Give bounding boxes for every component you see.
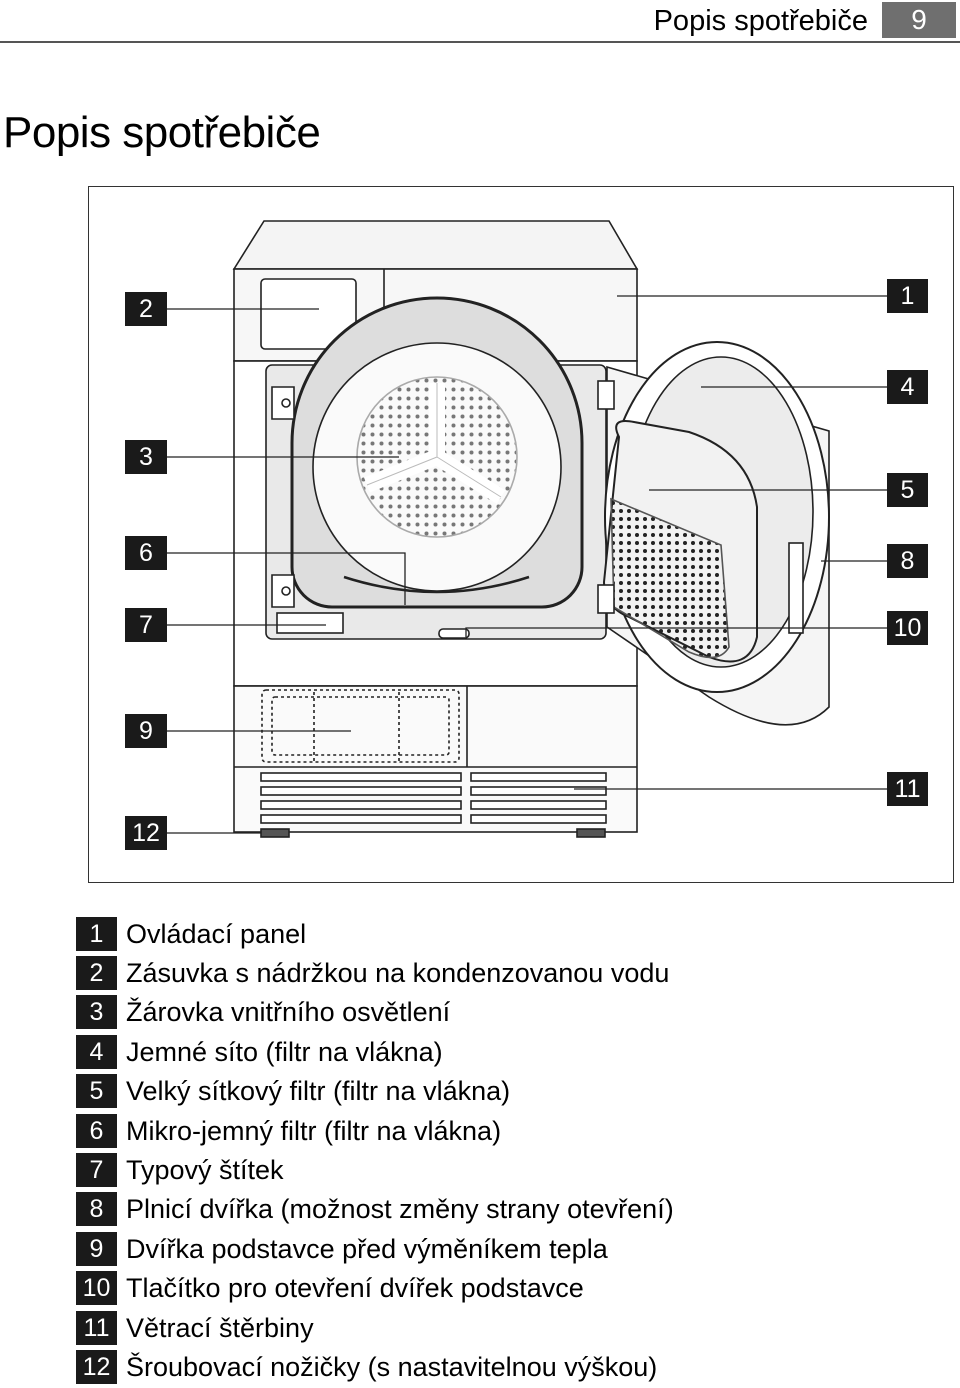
legend-text: Ovládací panel [126,918,307,949]
header-rule [0,41,960,43]
plinth [233,685,638,833]
water-drawer [260,278,357,350]
legend-text: Zásuvka s nádržkou na kondenzovanou vodu [126,958,670,989]
legend-text: Tlačítko pro otevření dvířek podstavce [126,1273,584,1304]
callout-5: 5 [887,473,928,507]
legend-item: 11 Větrací štěrbiny [76,1308,936,1347]
legend-item: 6 Mikro-jemný filtr (filtr na vlákna) [76,1111,936,1150]
legend-number: 9 [76,1231,117,1266]
callout-9: 9 [125,714,167,748]
legend-item: 9 Dvířka podstavce před výměníkem tepla [76,1229,936,1268]
callout-11: 11 [887,772,928,806]
legend-list: 1 Ovládací panel 2 Zásuvka s nádržkou na k… [76,914,936,1387]
leader-6 [167,552,406,605]
callout-12: 12 [125,816,167,850]
legend-number: 1 [76,916,117,951]
callout-10: 10 [887,611,928,645]
callout-3: 3 [125,440,167,474]
legend-number: 3 [76,995,117,1030]
legend-text: Plnicí dvířka (možnost změny strany otev… [126,1194,674,1225]
legend-item: 7 Typový štítek [76,1150,936,1189]
top-lid [232,220,639,270]
callout-1: 1 [887,279,928,313]
legend-item: 5 Velký sítkový filtr (filtr na vlákna) [76,1072,936,1111]
legend-text: Žárovka vnitřního osvětlení [126,997,451,1028]
legend-item: 10 Tlačítko pro otevření dvířek podstavce [76,1269,936,1308]
callout-7: 7 [125,608,167,642]
legend-item: 3 Žárovka vnitřního osvětlení [76,993,936,1032]
legend-number: 10 [76,1271,117,1306]
legend-item: 1 Ovládací panel [76,914,936,953]
legend-text: Dvířka podstavce před výměníkem tepla [126,1233,608,1264]
legend-item: 8 Plnicí dvířka (možnost změny strany ote… [76,1190,936,1229]
callout-6: 6 [125,536,167,570]
legend-text: Šroubovací nožičky (s nastavitelnou výšk… [126,1351,658,1382]
dryer-figure: 1 2 3 4 5 6 7 8 9 10 11 12 [88,186,954,883]
callout-4: 4 [887,370,928,404]
legend-text: Velký sítkový filtr (filtr na vlákna) [126,1076,511,1107]
legend-number: 7 [76,1153,117,1188]
dryer-illustration [167,220,887,838]
foot-right [576,828,606,838]
legend-text: Typový štítek [126,1155,284,1186]
header-section-title: Popis spotřebiče [653,5,868,37]
page-number-badge: 9 [882,2,956,38]
legend-item: 12 Šroubovací nožičky (s nastavitelnou vý… [76,1347,936,1386]
legend-number: 4 [76,1034,117,1069]
legend-number: 12 [76,1349,117,1384]
leader-10 [465,627,887,637]
page-title: Popis spotřebiče [3,108,321,157]
foot-left [260,828,290,838]
legend-item: 2 Zásuvka s nádržkou na kondenzovanou vod… [76,953,936,992]
legend-number: 8 [76,1192,117,1227]
legend-number: 11 [76,1310,117,1345]
callout-8: 8 [887,544,928,578]
ventilation-slots [260,772,607,824]
legend-number: 5 [76,1074,117,1109]
callout-2: 2 [125,292,167,326]
legend-item: 4 Jemné síto (filtr na vlákna) [76,1032,936,1071]
heat-exchanger-door [261,689,460,763]
legend-text: Větrací štěrbiny [126,1312,314,1343]
legend-number: 2 [76,956,117,991]
door-button [438,628,470,639]
legend-text: Jemné síto (filtr na vlákna) [126,1036,443,1067]
legend-text: Mikro-jemný filtr (filtr na vlákna) [126,1115,502,1146]
legend-number: 6 [76,1113,117,1148]
type-plate [276,612,344,634]
